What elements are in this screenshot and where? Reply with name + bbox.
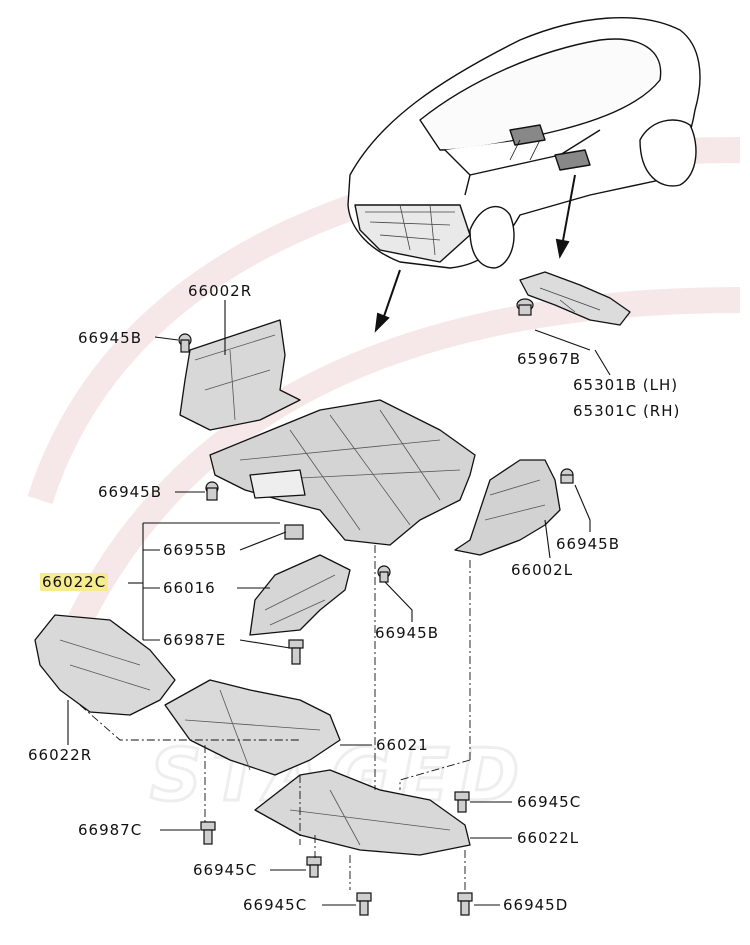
- bolt-66987E: [288, 639, 304, 665]
- label-66945C-lower: 66945C: [193, 861, 258, 879]
- bolt-66945C-bottom: [356, 892, 372, 916]
- dashed-leaders: [79, 545, 471, 890]
- car-body-illustration: [347, 16, 701, 269]
- label-66945B-right: 66945B: [556, 535, 621, 553]
- leader-lines: [67, 300, 611, 906]
- label-66022L: 66022L: [517, 829, 580, 847]
- main-undercover-panel: [209, 399, 476, 546]
- label-66987E: 66987E: [163, 631, 227, 649]
- label-66987C: 66987C: [78, 821, 143, 839]
- arrows: [374, 174, 576, 333]
- label-66945B-mid: 66945B: [98, 483, 163, 501]
- label-65967B: 65967B: [517, 350, 582, 368]
- label-66945C-right: 66945C: [517, 793, 582, 811]
- label-66955B: 66955B: [163, 541, 228, 559]
- label-66022R: 66022R: [28, 746, 93, 764]
- label-66002R: 66002R: [188, 282, 253, 300]
- label-65301C: 65301C (RH): [573, 402, 681, 420]
- bolt-66987C: [200, 821, 216, 845]
- cover-66022R: [34, 614, 176, 716]
- clip-66945B-center: [377, 565, 391, 583]
- bolt-66945C-right: [454, 791, 470, 813]
- clip-66945B-top: [178, 333, 192, 353]
- shield-66002L: [454, 459, 561, 556]
- shield-66002R: [179, 319, 301, 431]
- label-66016: 66016: [163, 579, 216, 597]
- clip-66955B: [284, 524, 304, 540]
- label-66945C-bottom: 66945C: [243, 896, 308, 914]
- clip-65967B: [516, 298, 534, 316]
- clip-66945B-right: [560, 468, 574, 484]
- brace-65301: [519, 271, 631, 326]
- label-65301B: 65301B (LH): [573, 376, 679, 394]
- label-66002L: 66002L: [511, 561, 574, 579]
- cover-66021: [164, 679, 341, 776]
- cover-66022L: [254, 769, 471, 856]
- panel-66016: [249, 554, 351, 636]
- bolt-66945C-lower: [306, 856, 322, 878]
- label-66945B-center: 66945B: [375, 624, 440, 642]
- label-66021: 66021: [376, 736, 429, 754]
- clip-66945B-mid: [205, 481, 219, 501]
- label-66945B-top: 66945B: [78, 329, 143, 347]
- label-66022C-highlighted: 66022C: [40, 573, 109, 591]
- bolt-66945D: [457, 892, 473, 916]
- label-66945D: 66945D: [503, 896, 569, 914]
